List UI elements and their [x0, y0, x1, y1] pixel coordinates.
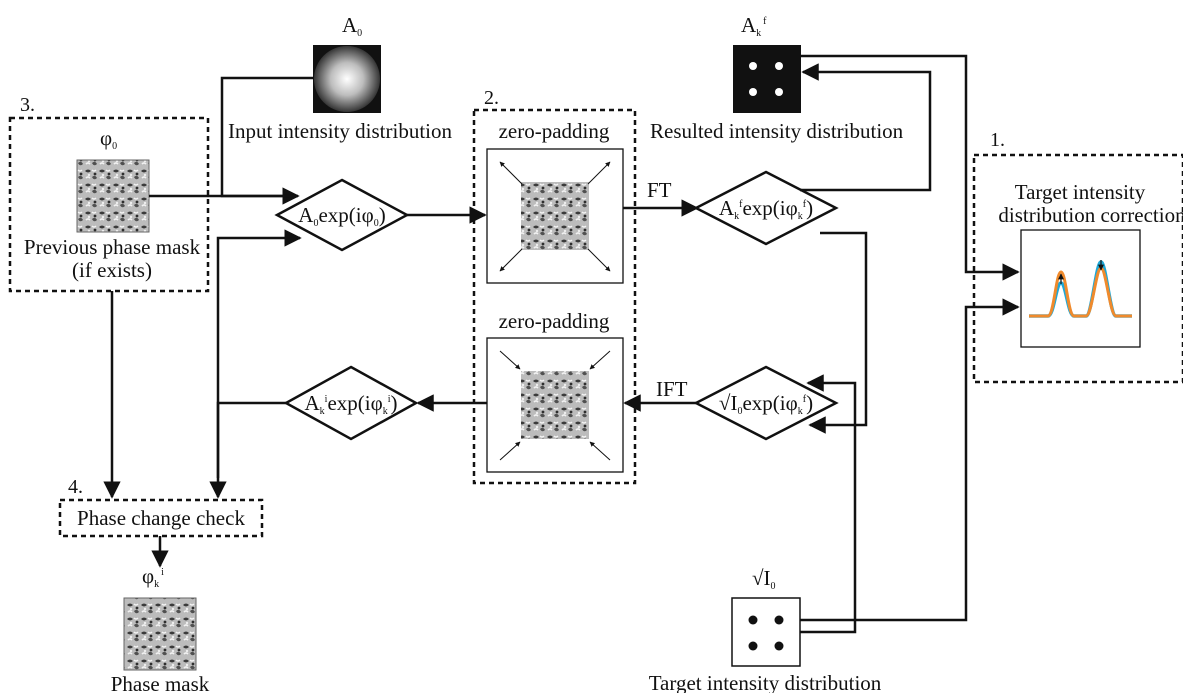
target-correction-label-1: Target intensity	[1015, 180, 1146, 204]
target-intensity-label: Target intensity distribution	[649, 671, 882, 693]
target-correction-label-2: distribution correction	[998, 203, 1183, 227]
shrink-arrow	[499, 350, 521, 370]
phase-mask-label: Phase mask	[111, 672, 210, 693]
phase-change-check-label: Phase change check	[77, 506, 245, 530]
shrink-arrow	[589, 350, 611, 370]
shrink-arrow	[589, 441, 611, 461]
resulted-intensity-label: Resulted intensity distribution	[650, 119, 904, 143]
target-intensity-image	[731, 597, 801, 667]
connector-target-d4	[800, 374, 857, 634]
expand-arrow	[587, 248, 611, 272]
gaussian-beam	[314, 46, 380, 112]
step-number-1: 1.	[990, 129, 1005, 151]
ift-label: IFT	[656, 377, 688, 401]
resulted-intensity-image	[733, 45, 801, 113]
sqrt-i0-label: √I0	[752, 566, 776, 592]
resulted-spot	[749, 62, 757, 70]
phik-label: φki	[142, 564, 164, 590]
step-number-4: 4.	[68, 476, 83, 498]
previous-phase-mask-label: Previous phase mask	[24, 235, 201, 259]
zero-padding-top-label: zero-padding	[499, 119, 610, 143]
connector-d3-check	[209, 401, 286, 499]
connector-result-corr	[801, 54, 1020, 281]
target-spot	[774, 615, 784, 625]
group-box-4	[58, 498, 264, 538]
step-number-3: 3.	[20, 94, 35, 116]
connector-d2-d4	[808, 231, 868, 434]
input-intensity-label: Input intensity distribution	[228, 119, 452, 143]
correction-curve-orange	[1029, 266, 1132, 318]
akf-label: Akf	[741, 13, 767, 39]
group-box-3	[8, 116, 210, 293]
previous-phase-mask-image	[76, 159, 150, 233]
a0-label: A0	[342, 13, 362, 39]
correction-plot-frame	[1020, 229, 1141, 348]
step-number-2: 2.	[484, 87, 499, 109]
resulted-spot	[749, 88, 757, 96]
shrink-arrow	[499, 441, 521, 461]
group-box-1	[972, 153, 1183, 384]
previous-phase-mask-note: (if exists)	[72, 258, 152, 282]
zero-padding-bottom-mask	[521, 371, 589, 439]
expand-arrow	[499, 161, 523, 185]
resulted-spot	[775, 62, 783, 70]
connectors	[103, 54, 1020, 634]
expand-arrow	[587, 161, 611, 185]
diamond-akf-exp-text: Akfexp(iφkf)	[719, 196, 813, 222]
target-spot	[748, 641, 758, 651]
target-spot	[774, 641, 784, 651]
diamond-sqrt-i0-exp-text: √I0exp(iφkf)	[719, 391, 813, 417]
target-spot	[748, 615, 758, 625]
zero-padding-top-mask	[521, 182, 589, 250]
connector-target-corr	[800, 298, 1020, 622]
zero-padding-bottom-label: zero-padding	[499, 309, 610, 333]
phase-mask-image	[123, 597, 197, 671]
phi0-label: φ0	[100, 126, 117, 152]
connector-d2-result	[800, 63, 932, 192]
diamond-aki-exp-text: Akiexp(iφki)	[304, 391, 397, 417]
diamond-aki-exp	[283, 365, 419, 441]
resulted-spot	[775, 88, 783, 96]
group-box-2	[472, 108, 637, 485]
diamond-a0-exp-text: A0exp(iφ0)	[298, 203, 385, 229]
ft-label: FT	[647, 178, 672, 202]
expand-arrow	[499, 248, 523, 272]
connector-loop	[216, 229, 302, 478]
